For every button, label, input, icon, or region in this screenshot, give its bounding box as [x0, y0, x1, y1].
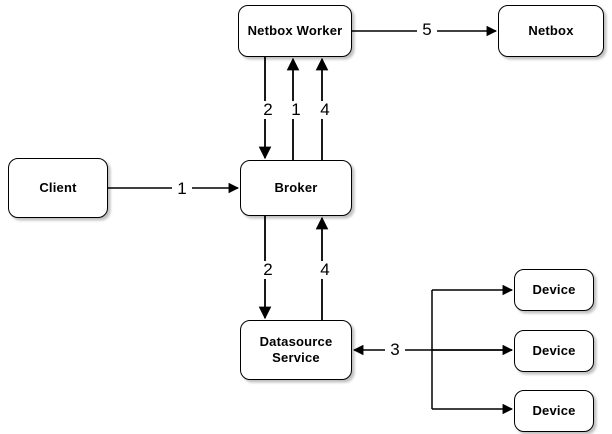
edge-label-broker-to-worker-4: 4	[315, 101, 335, 119]
edge-label-devices-to-datasource-3: 3	[385, 341, 405, 359]
edge-label-broker-to-datasource-2: 2	[258, 261, 278, 279]
edge-label-worker-to-netbox: 5	[417, 21, 437, 39]
edge-label-datasource-to-broker-4: 4	[315, 261, 335, 279]
node-datasource-service[interactable]: Datasource Service	[240, 320, 352, 380]
edge-label-worker-to-broker-2: 2	[258, 101, 278, 119]
node-label-device-2: Device	[532, 343, 576, 358]
node-device-2[interactable]: Device	[514, 330, 594, 372]
node-broker[interactable]: Broker	[240, 160, 352, 216]
node-label-datasource-service: Datasource Service	[259, 334, 333, 365]
node-label-netbox: Netbox	[528, 23, 574, 38]
node-device-3[interactable]: Device	[514, 390, 594, 432]
node-label-device-3: Device	[532, 403, 576, 418]
node-label-device-1: Device	[532, 282, 576, 297]
node-netbox-worker[interactable]: Netbox Worker	[238, 5, 352, 57]
node-client[interactable]: Client	[8, 158, 108, 218]
node-label-client: Client	[39, 180, 77, 195]
edge-label-client-to-broker: 1	[172, 180, 192, 198]
node-device-1[interactable]: Device	[514, 269, 594, 311]
edge-label-broker-to-worker-1: 1	[286, 101, 306, 119]
node-netbox[interactable]: Netbox	[498, 5, 604, 57]
node-label-broker: Broker	[274, 180, 318, 195]
node-label-netbox-worker: Netbox Worker	[247, 23, 343, 38]
